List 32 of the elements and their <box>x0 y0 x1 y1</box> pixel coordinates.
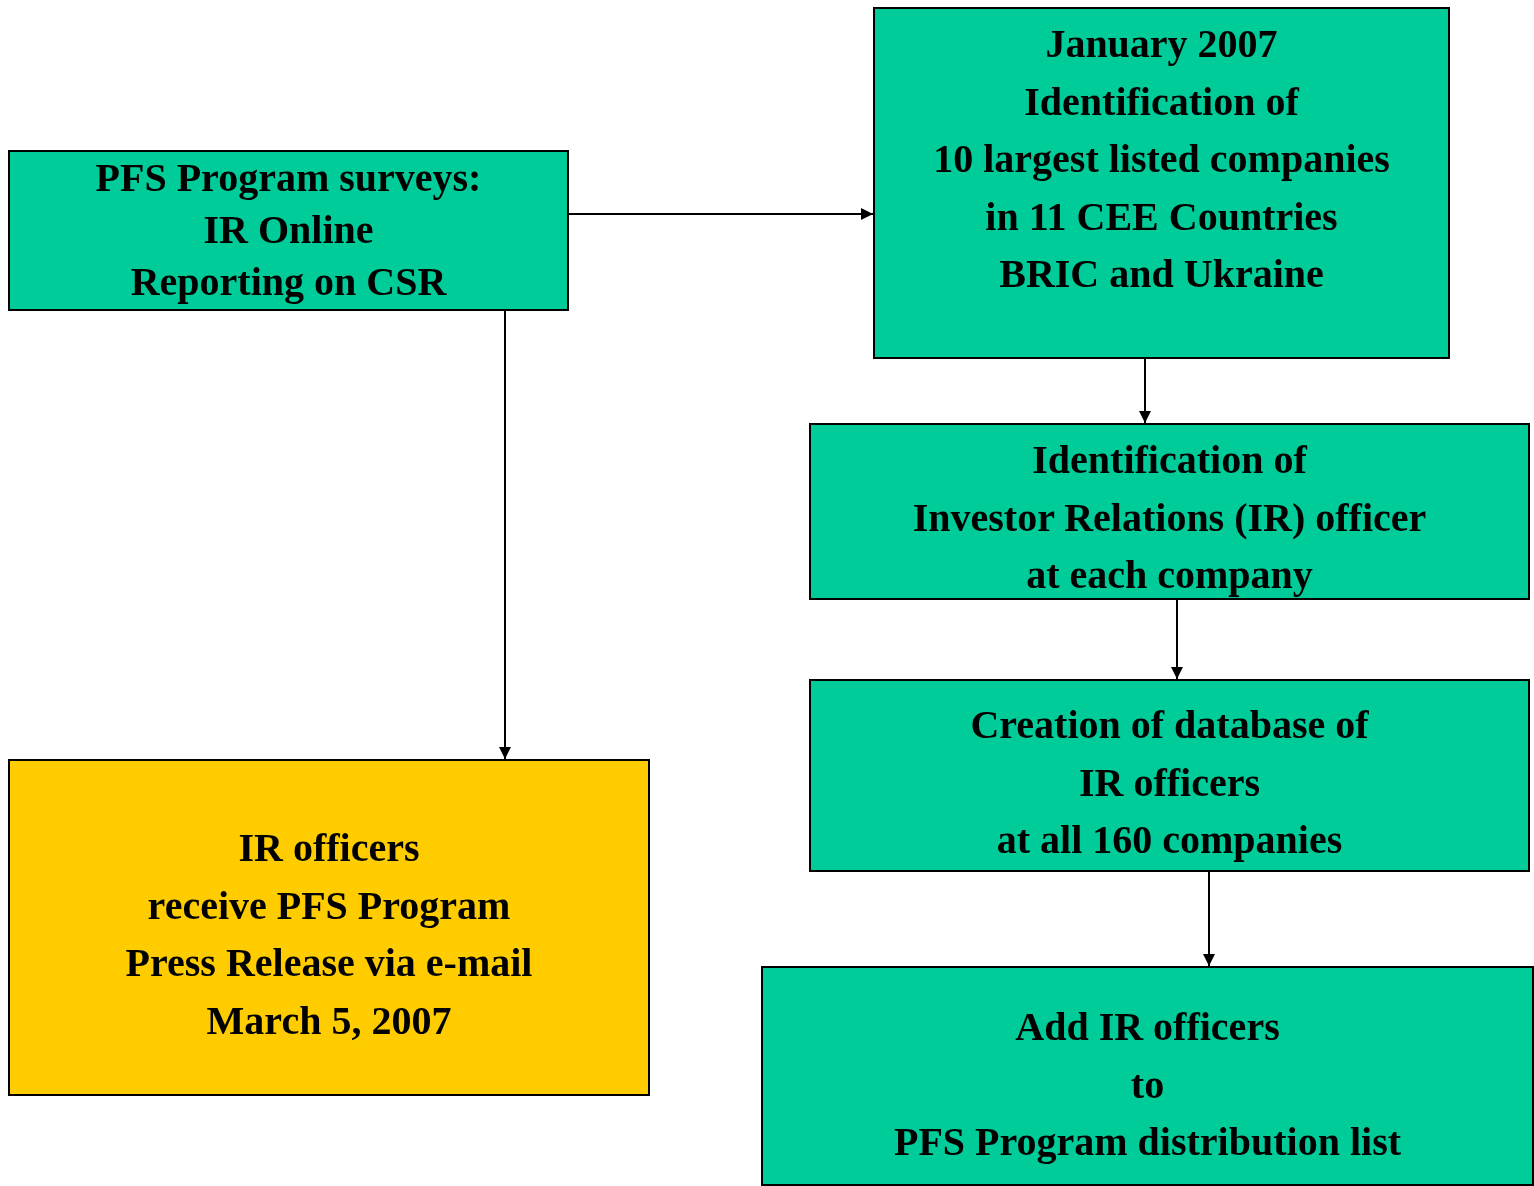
arrow <box>1139 358 1151 424</box>
box-text: Press Release via e-mail <box>125 939 533 987</box>
box-text: BRIC and Ukraine <box>999 250 1324 298</box>
box-text: March 5, 2007 <box>206 996 452 1045</box>
box-text: IR officers <box>1078 758 1260 807</box>
box-text: IR Online <box>203 206 374 254</box>
process-box <box>809 423 1530 600</box>
box-text: in 11 CEE Countries <box>985 192 1338 241</box>
box-text: 10 largest listed companies <box>933 135 1390 183</box>
arrow <box>1203 871 1215 967</box>
process-box <box>8 759 650 1096</box>
box-text: PFS Program surveys: <box>95 154 482 202</box>
process-box <box>8 150 569 311</box>
box-text: Identification of <box>1024 77 1299 126</box>
process-box <box>761 966 1534 1186</box>
process-box <box>809 679 1530 872</box>
box-text: IR officers <box>238 824 420 872</box>
arrow <box>499 310 511 760</box>
box-text: Investor Relations (IR) officer <box>912 493 1427 542</box>
box-text: Creation of database of <box>970 701 1369 749</box>
arrow <box>568 208 874 220</box>
box-text: to <box>1130 1060 1165 1109</box>
box-text: January 2007 <box>1045 20 1278 68</box>
box-text: Identification of <box>1032 436 1307 484</box>
box-text: Reporting on CSR <box>130 258 447 306</box>
box-text: at each company <box>1026 551 1313 599</box>
box-text: at all 160 companies <box>996 816 1343 864</box>
box-text: receive PFS Program <box>147 881 511 930</box>
arrow <box>1171 599 1183 680</box>
box-text: PFS Program distribution list <box>893 1118 1402 1166</box>
process-box <box>873 7 1450 359</box>
box-text: Add IR officers <box>1015 1003 1280 1051</box>
